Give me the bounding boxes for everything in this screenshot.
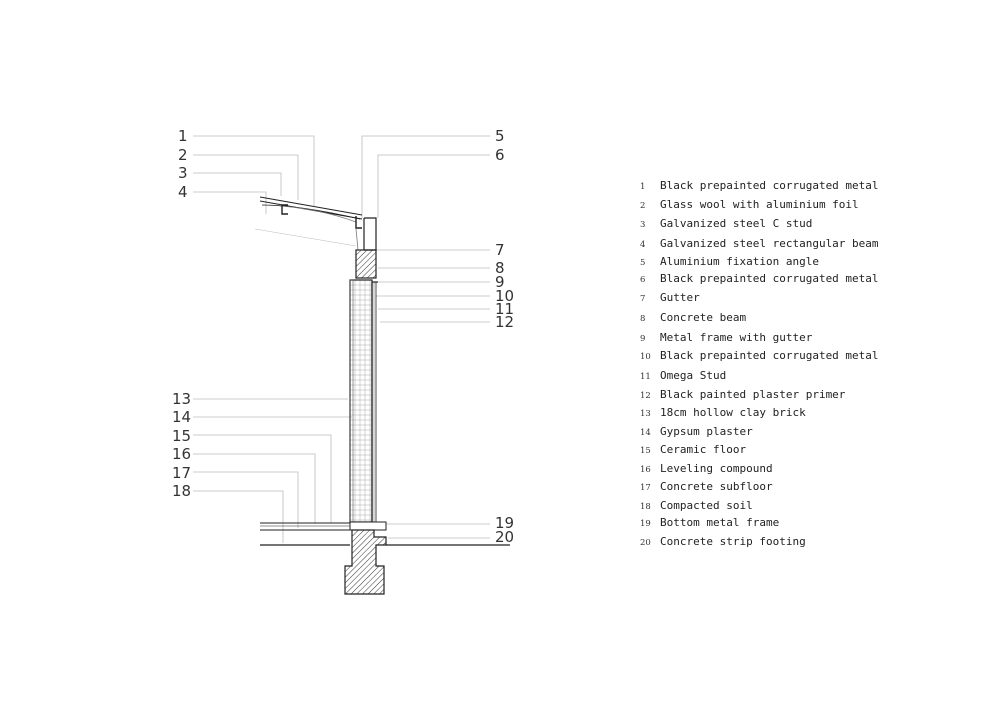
callout-19: 19 — [495, 514, 514, 532]
bottom-frame — [349, 521, 387, 531]
legend-text: Galvanized steel C stud — [660, 217, 812, 230]
wall-assembly — [349, 279, 378, 523]
legend-text: Black prepainted corrugated metal — [660, 179, 879, 192]
callout-10: 10 — [495, 287, 514, 305]
legend-text: Galvanized steel rectangular beam — [660, 237, 879, 250]
leader-15 — [193, 434, 332, 523]
legend-num: 11 — [640, 372, 651, 382]
callout-9: 9 — [495, 273, 505, 291]
callout-5: 5 — [495, 127, 505, 145]
legend-num: 1 — [640, 182, 645, 192]
callout-4: 4 — [178, 183, 188, 201]
callout-numbers-right: 5 6 7 8 9 10 11 12 19 20 — [495, 127, 514, 546]
legend-text: Black prepainted corrugated metal — [660, 349, 879, 362]
leader-3 — [193, 172, 282, 196]
leader-18 — [193, 490, 284, 543]
callout-14: 14 — [172, 408, 191, 426]
legend-num: 16 — [640, 465, 651, 475]
callout-17: 17 — [172, 464, 191, 482]
callout-numbers-left: 1 2 3 4 13 14 15 16 17 18 — [172, 127, 191, 500]
legend-text: Leveling compound — [660, 462, 773, 475]
callout-3: 3 — [178, 164, 188, 182]
legend-text: Gutter — [660, 291, 700, 304]
leader-16 — [193, 453, 316, 524]
legend: 1 Black prepainted corrugated metal 2 Gl… — [640, 179, 879, 548]
leader-lines-left — [193, 135, 352, 543]
callout-16: 16 — [172, 445, 191, 463]
callout-7: 7 — [495, 241, 505, 259]
callout-6: 6 — [495, 146, 505, 164]
legend-text: Black painted plaster primer — [660, 388, 846, 401]
legend-num: 15 — [640, 446, 651, 456]
legend-num: 6 — [640, 275, 645, 285]
legend-num: 5 — [640, 258, 645, 268]
legend-text: Black prepainted corrugated metal — [660, 272, 879, 285]
legend-num: 19 — [640, 519, 651, 529]
leader-2 — [193, 154, 299, 200]
legend-num: 8 — [640, 314, 645, 324]
roof-assembly — [254, 196, 377, 251]
legend-text: Concrete subfloor — [660, 480, 773, 493]
legend-text: Aluminium fixation angle — [660, 255, 819, 268]
floor-layers — [260, 521, 510, 546]
callout-12: 12 — [495, 313, 514, 331]
callout-11: 11 — [495, 300, 514, 318]
legend-text: Ceramic floor — [660, 443, 746, 456]
legend-num: 7 — [640, 294, 645, 304]
leader-5 — [361, 135, 490, 218]
parapet-flashing — [363, 217, 377, 251]
callout-2: 2 — [178, 146, 188, 164]
legend-text: Concrete beam — [660, 311, 746, 324]
legend-num: 20 — [640, 538, 651, 548]
legend-num: 9 — [640, 334, 645, 344]
legend-text: Metal frame with gutter — [660, 331, 813, 344]
legend-text: 18cm hollow clay brick — [660, 406, 806, 419]
leader-lines-right — [361, 135, 490, 539]
legend-text: Glass wool with aluminium foil — [660, 198, 859, 211]
legend-text: Bottom metal frame — [660, 516, 779, 529]
legend-num: 14 — [640, 428, 651, 438]
leader-17 — [193, 471, 299, 528]
callout-15: 15 — [172, 427, 191, 445]
legend-num: 3 — [640, 220, 645, 230]
legend-num: 12 — [640, 391, 651, 401]
legend-num: 10 — [640, 352, 651, 362]
legend-num: 17 — [640, 483, 651, 493]
legend-text: Gypsum plaster — [660, 425, 753, 438]
legend-text: Concrete strip footing — [660, 535, 806, 548]
legend-num: 13 — [640, 409, 651, 419]
callout-20: 20 — [495, 528, 514, 546]
leader-4 — [193, 191, 267, 214]
concrete-beam — [355, 249, 377, 279]
c-stud — [281, 204, 288, 215]
callout-8: 8 — [495, 259, 505, 277]
legend-num: 4 — [640, 240, 645, 250]
callout-18: 18 — [172, 482, 191, 500]
leader-1 — [193, 135, 315, 206]
callout-1: 1 — [178, 127, 188, 145]
legend-num: 2 — [640, 201, 645, 211]
legend-text: Omega Stud — [660, 369, 726, 382]
leader-6 — [377, 154, 490, 218]
legend-text: Compacted soil — [660, 499, 753, 512]
legend-num: 18 — [640, 502, 651, 512]
concrete-footing — [344, 529, 387, 595]
callout-13: 13 — [172, 390, 191, 408]
rect-beam — [355, 216, 362, 229]
